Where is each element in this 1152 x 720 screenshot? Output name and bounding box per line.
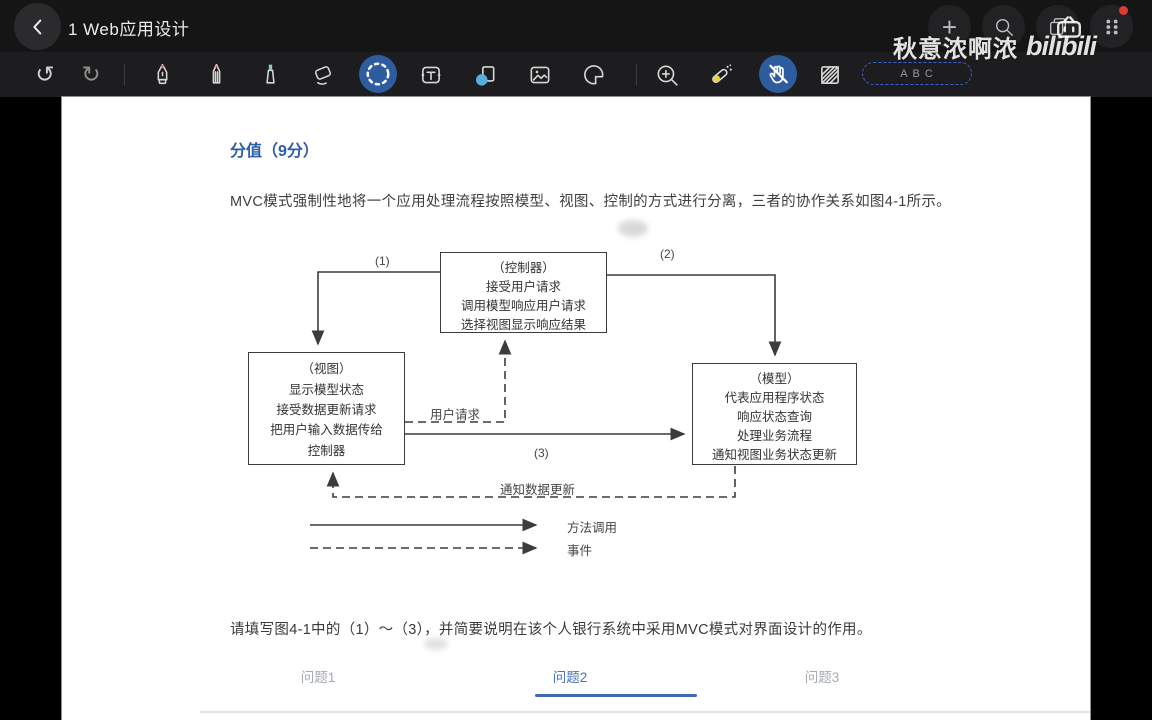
eraser-icon — [314, 66, 332, 85]
controller-box-line: 调用模型响应用户请求 — [460, 299, 586, 313]
pencil-tool[interactable] — [194, 52, 238, 97]
model-box-line: 通知视图业务状态更新 — [711, 448, 837, 462]
tab-question-3[interactable]: 问题3 — [804, 670, 840, 685]
toolbar-divider — [124, 64, 125, 85]
zoom-plus-icon — [657, 65, 678, 86]
image-tool[interactable] — [518, 52, 562, 97]
highlighter-tool[interactable] — [248, 52, 292, 97]
document-page[interactable] — [62, 97, 1090, 720]
ink-smudge — [618, 220, 648, 237]
view-box-line: 显示模型状态 — [288, 382, 364, 397]
view-box: （视图） 显示模型状态 接受数据更新请求 把用户输入数据传给 控制器 — [248, 352, 405, 465]
ink-smudge — [424, 638, 448, 650]
zoom-window-tool[interactable] — [645, 52, 689, 97]
tab-question-1[interactable]: 问题1 — [300, 670, 336, 685]
user-request-label: 用户请求 — [430, 408, 481, 422]
model-box-line: 处理业务流程 — [736, 429, 812, 443]
abc-recognition-button[interactable]: ABC — [862, 62, 972, 85]
fountain-pen-icon — [157, 63, 167, 85]
intro-paragraph: MVC模式强制性地将一个应用处理流程按照模型、视图、控制的方式进行分离，三者的协… — [230, 194, 951, 210]
notification-badge — [1119, 6, 1128, 15]
shapes-tool[interactable] — [463, 52, 507, 97]
question-paragraph: 请填写图4-1中的（1）～（3），并简要说明在该个人银行系统中采用MVC模式对界… — [230, 622, 872, 638]
view-box-line: 把用户输入数据传给 — [270, 423, 383, 438]
titlebar: 1 Web应用设计 + — [0, 0, 1152, 52]
section-divider — [200, 711, 1090, 713]
undo-button[interactable]: ↺ — [23, 52, 67, 97]
lasso-select-tool[interactable] — [359, 55, 397, 93]
active-tab-underline — [535, 694, 697, 697]
arrow-label-2: (2) — [660, 247, 675, 261]
view-box-line: 接受数据更新请求 — [276, 402, 377, 417]
hand-disabled-icon — [769, 64, 788, 84]
plus-icon: + — [941, 11, 958, 42]
page-switcher-button[interactable] — [1036, 5, 1079, 48]
controller-box-line: 接受用户请求 — [485, 280, 561, 294]
pencil-icon — [212, 63, 220, 84]
controller-box: （控制器） 接受用户请求 调用模型响应用户请求 选择视图显示响应结果 — [440, 252, 607, 333]
redo-icon: ↻ — [81, 61, 101, 87]
controller-box-title: （控制器） — [492, 261, 555, 275]
laser-pointer-icon — [712, 63, 732, 83]
document-title: 1 Web应用设计 — [68, 20, 190, 39]
image-icon — [530, 66, 550, 83]
back-button[interactable] — [14, 3, 61, 50]
fountain-pen-tool[interactable] — [140, 52, 184, 97]
view-box-line: 控制器 — [307, 443, 346, 458]
undo-icon: ↺ — [35, 61, 55, 87]
highlighter-icon — [265, 64, 275, 84]
shapes-icon — [476, 65, 495, 86]
legend-event-label: 事件 — [567, 544, 593, 558]
pages-icon — [1049, 17, 1066, 35]
hatch-pattern-tool[interactable] — [808, 52, 852, 97]
text-tool-icon — [421, 66, 441, 83]
model-box-line: 代表应用程序状态 — [724, 391, 825, 405]
arrow-label-1: (1) — [375, 254, 390, 268]
model-box: （模型） 代表应用程序状态 响应状态查询 处理业务流程 通知视图业务状态更新 — [692, 363, 857, 465]
legend-method-call-label: 方法调用 — [567, 521, 618, 535]
model-box-title: （模型） — [749, 372, 800, 386]
lasso-icon — [366, 62, 390, 86]
search-icon — [995, 18, 1013, 36]
touch-lock-tool[interactable] — [759, 55, 797, 93]
model-box-line: 响应状态查询 — [736, 410, 812, 424]
view-box-title: （视图） — [301, 362, 352, 377]
tab-question-2[interactable]: 问题2 — [552, 670, 588, 685]
more-dots-icon — [1105, 19, 1118, 34]
chevron-left-icon — [32, 19, 41, 34]
notify-update-label: 通知数据更新 — [500, 483, 576, 497]
redo-button[interactable]: ↻ — [69, 52, 113, 97]
laser-pointer-tool[interactable] — [698, 52, 742, 97]
hatch-pattern-icon — [821, 65, 839, 84]
arrow-label-3: (3) — [534, 446, 549, 460]
controller-box-line: 选择视图显示响应结果 — [460, 318, 586, 332]
add-page-button[interactable]: + — [928, 5, 971, 48]
text-tool[interactable] — [409, 52, 453, 97]
search-button[interactable] — [982, 5, 1025, 48]
section-heading: 分值（9分） — [230, 143, 319, 160]
eraser-tool[interactable] — [301, 52, 345, 97]
sticker-icon — [584, 64, 604, 84]
toolbar-divider — [636, 64, 637, 85]
sticker-tool[interactable] — [572, 52, 616, 97]
